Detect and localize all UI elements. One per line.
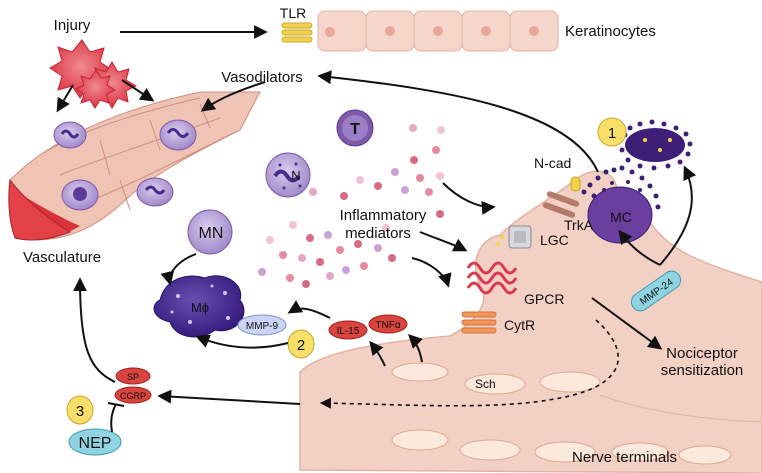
mmp24-badge — [630, 270, 682, 312]
macrophage — [153, 275, 245, 338]
step1-badge — [597, 117, 627, 147]
vessel-leukocytes — [53, 119, 197, 211]
injury-stars — [49, 39, 138, 109]
monocyte-label: MN — [199, 225, 224, 242]
sensitization-label: sensitization — [661, 362, 744, 379]
tnfa-pill — [368, 314, 408, 334]
mediator-dots — [258, 124, 445, 288]
mast-cell — [581, 165, 661, 244]
schwann-cells — [391, 362, 732, 465]
axonal-transport-arrow — [319, 319, 619, 409]
vasculature-label: Vasculature — [23, 249, 101, 266]
neutrophil — [265, 152, 311, 198]
monocyte — [187, 209, 233, 255]
step3-badge — [66, 395, 94, 425]
sp-label: SP — [127, 372, 139, 382]
vasodilators-label: Vasodilators — [221, 69, 302, 86]
step2-label: 2 — [297, 337, 305, 354]
inflammatory-label: Inflammatory — [340, 207, 427, 224]
cgrp-pill — [114, 386, 152, 404]
nerve-terminal — [299, 170, 762, 473]
il15-label: IL-15 — [337, 326, 360, 337]
ncad-receptor — [570, 176, 581, 192]
tlr-receptor — [281, 22, 313, 43]
mediators-label: mediators — [345, 225, 411, 242]
mmp9-pill — [237, 314, 287, 336]
arrows — [56, 25, 697, 405]
degranulated-mast-cell — [619, 119, 693, 171]
step3-label: 3 — [76, 403, 84, 420]
cytr-receptor — [461, 311, 497, 334]
macrophage-label: Mϕ — [191, 300, 209, 315]
gpcr-receptor — [466, 261, 518, 295]
sp-pill — [115, 367, 151, 385]
gpcr-label: GPCR — [524, 291, 564, 307]
trka-label: TrkA — [564, 217, 594, 233]
nep-label: NEP — [79, 435, 112, 452]
nociceptor-label: Nociceptor — [666, 345, 738, 362]
sch-label: Sch — [475, 377, 496, 391]
lgc-receptor — [496, 225, 532, 249]
tlr-label: TLR — [280, 5, 306, 21]
injury-label: Injury — [54, 17, 91, 34]
cytr-label: CytR — [504, 317, 535, 333]
nep-inhibition — [107, 402, 125, 433]
trka-receptor — [542, 191, 580, 218]
ncad-label: N-cad — [534, 155, 571, 171]
neutrophil-label: N — [291, 168, 300, 183]
t-cell — [336, 109, 374, 147]
mast-cell-label: MC — [610, 209, 632, 225]
lgc-label: LGC — [540, 232, 569, 248]
tnfa-label: TNFα — [375, 320, 400, 331]
cgrp-label: CGRP — [120, 391, 146, 401]
keratinocyte-layer — [317, 10, 559, 52]
step1-label: 1 — [608, 125, 616, 142]
nerve-terminals-label: Nerve terminals — [572, 449, 677, 466]
t-cell-label: T — [350, 121, 360, 138]
mmp9-label: MMP-9 — [246, 321, 279, 332]
keratinocytes-label: Keratinocytes — [565, 23, 656, 40]
il15-pill — [328, 320, 368, 340]
nep-badge — [68, 428, 122, 456]
